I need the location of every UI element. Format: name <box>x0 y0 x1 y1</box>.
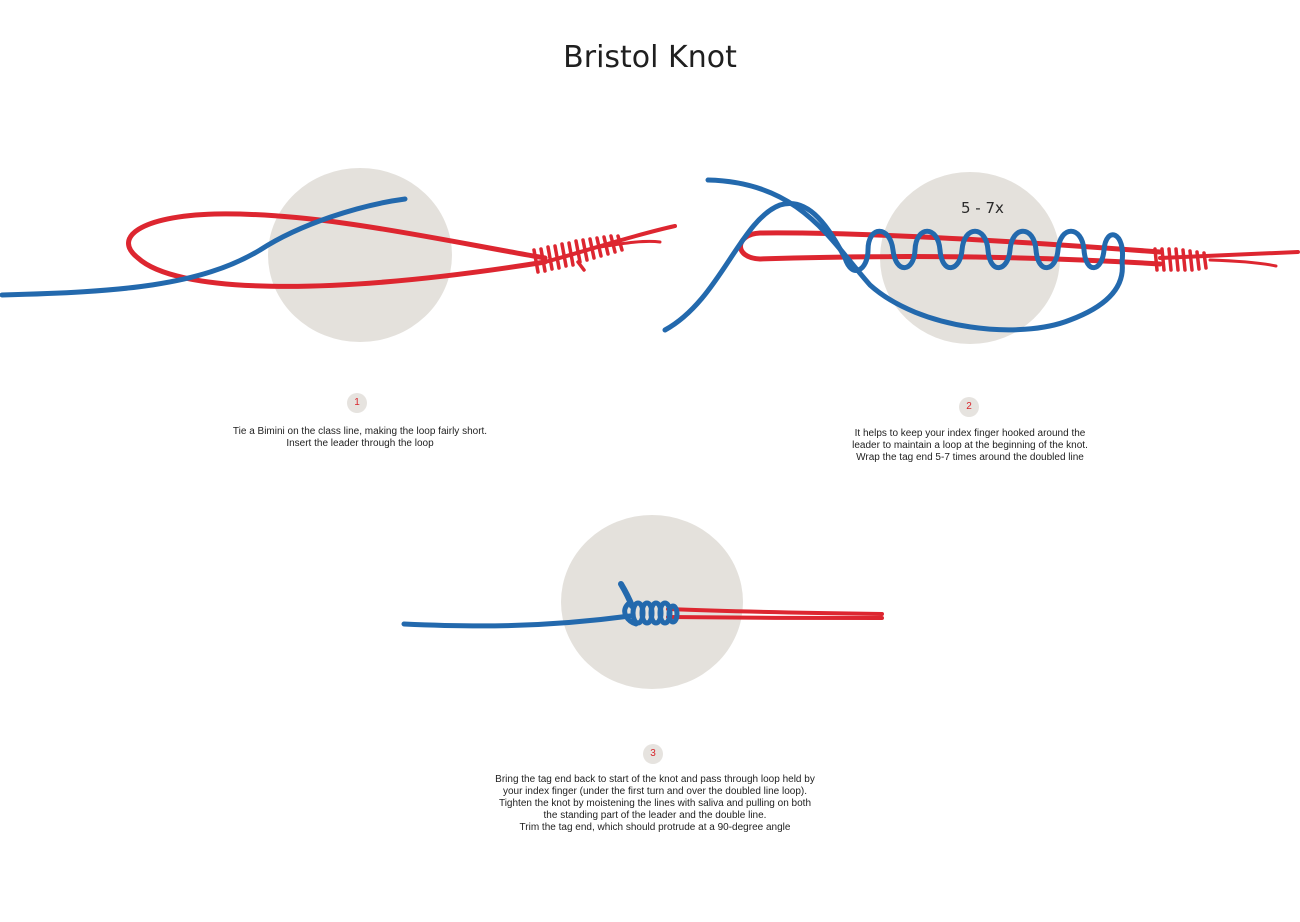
step-3-caption: Bring the tag end back to start of the k… <box>440 774 870 834</box>
step-2-badge: 2 <box>959 397 979 417</box>
step-1-backdrop <box>268 168 452 342</box>
step-1-caption: Tie a Bimini on the class line, making t… <box>180 426 540 450</box>
step-2-class-line-end <box>1158 250 1300 260</box>
step-3-leader <box>401 613 633 629</box>
step-1-illustration <box>0 168 677 342</box>
step-1-class-line-loop <box>126 211 548 289</box>
step-2-caption: It helps to keep your index finger hooke… <box>780 428 1160 464</box>
step-2-leader-tag <box>662 201 848 333</box>
step-3-badge: 3 <box>643 744 663 764</box>
step-2-class-line-tag <box>1208 258 1278 268</box>
step-1-class-line-end <box>543 224 677 264</box>
step-2-leader-standing <box>705 177 1125 333</box>
step-3-caption-line: the standing part of the leader and the … <box>543 810 767 821</box>
step-3-caption-line: Trim the tag end, which should protrude … <box>519 822 791 833</box>
step-1-caption-line: Insert the leader through the loop <box>286 438 434 449</box>
step-3-caption-line: Tighten the knot by moistening the lines… <box>498 798 812 809</box>
step-2-illustration <box>662 172 1300 344</box>
page-title: Bristol Knot <box>563 40 737 75</box>
step-3-backdrop <box>561 515 743 689</box>
step-2-leader-wraps <box>842 228 1125 273</box>
wrap-count-annotation: 5 - 7x <box>961 199 1004 217</box>
step-3-knot-wraps <box>622 600 680 627</box>
step-2-caption-line: It helps to keep your index finger hooke… <box>854 428 1086 439</box>
step-3-class-line-upper <box>666 607 884 616</box>
step-1-bimini-wraps <box>532 234 624 274</box>
step-2-caption-line: leader to maintain a loop at the beginni… <box>852 440 1088 451</box>
step-1-badge: 1 <box>347 393 367 413</box>
step-3-tag-end <box>618 581 635 609</box>
step-3-caption-line: Bring the tag end back to start of the k… <box>495 774 815 785</box>
step-2-caption-line: Wrap the tag end 5-7 times around the do… <box>856 452 1084 463</box>
step-1-leader <box>0 196 408 298</box>
step-3-class-line-lower <box>666 615 884 620</box>
step-1-caption-line: Tie a Bimini on the class line, making t… <box>232 426 488 437</box>
step-3-caption-line: your index finger (under the first turn … <box>502 786 808 797</box>
step-2-bimini-wraps <box>1153 247 1208 272</box>
step-3-illustration <box>401 515 884 689</box>
